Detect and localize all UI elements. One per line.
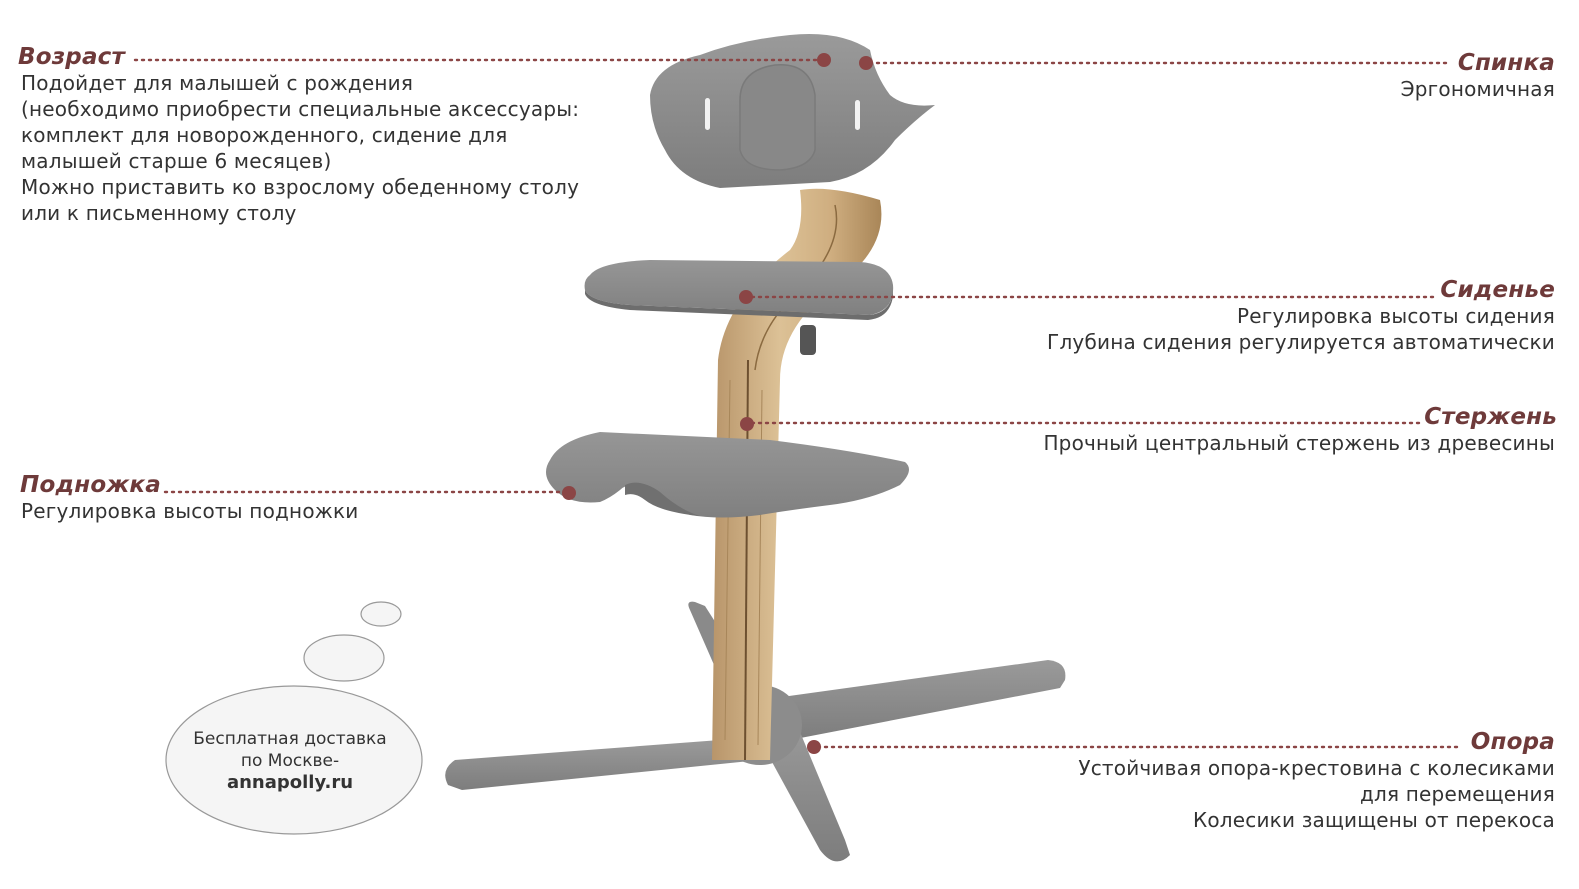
feature-podnozhka-title: Подножка bbox=[20, 472, 161, 498]
delivery-line-2: по Москве- bbox=[240, 751, 340, 771]
feature-sterzhen: Стержень Прочный центральный стержень из… bbox=[1043, 404, 1557, 456]
delivery-bubble bbox=[165, 601, 423, 835]
feature-podnozhka: Подножка Регулировка высоты подножки bbox=[20, 472, 358, 524]
feature-sidenye-line: Регулировка высоты сидения bbox=[1237, 304, 1555, 328]
feature-podnozhka-line: Регулировка высоты подножки bbox=[21, 499, 359, 523]
dot-opora bbox=[807, 740, 821, 754]
feature-spinka-title: Спинка bbox=[1457, 50, 1555, 76]
leader-lines bbox=[133, 58, 1464, 749]
feature-vozrast-line: малышей старше 6 месяцев) bbox=[21, 149, 332, 173]
feature-spinka: Спинка Эргономичная bbox=[1401, 50, 1555, 102]
feature-opora-title: Опора bbox=[1470, 729, 1555, 755]
feature-spinka-line: Эргономичная bbox=[1400, 77, 1555, 101]
delivery-site[interactable]: annapolly.ru bbox=[226, 772, 354, 793]
feature-opora-line: Устойчивая опора-крестовина с колесиками bbox=[1078, 756, 1555, 780]
feature-sterzhen-line: Прочный центральный стержень из древесин… bbox=[1043, 431, 1555, 455]
delivery-text: Бесплатная доставка по Москве- annapolly… bbox=[168, 728, 412, 794]
feature-vozrast-line: Можно приставить ко взрослому обеденному… bbox=[21, 175, 580, 199]
seat bbox=[584, 260, 894, 320]
feature-vozrast-line: (необходимо приобрести специальные аксес… bbox=[21, 97, 580, 121]
dot-spinka bbox=[859, 56, 873, 70]
anchor-dots bbox=[562, 53, 873, 754]
feature-opora-line: Колесики защищены от перекоса bbox=[1192, 808, 1555, 832]
dot-vozrast bbox=[817, 53, 831, 67]
feature-opora-line: для перемещения bbox=[1359, 782, 1555, 806]
feature-vozrast-title: Возраст bbox=[18, 44, 126, 70]
feature-sidenye-line: Глубина сидения регулируется автоматичес… bbox=[1047, 330, 1555, 354]
feature-vozrast-line: комплект для новорожденного, сидение для bbox=[21, 123, 508, 147]
delivery-line-1: Бесплатная доставка bbox=[193, 729, 387, 749]
feature-vozrast-line: Подойдет для малышей с рождения bbox=[21, 71, 414, 95]
feature-sidenye: Сиденье Регулировка высоты сидения Глуби… bbox=[1047, 277, 1555, 355]
footrest bbox=[546, 432, 909, 518]
feature-sidenye-title: Сиденье bbox=[1440, 277, 1555, 303]
feature-vozrast-line: или к письменному столу bbox=[21, 201, 297, 225]
feature-opora: Опора Устойчивая опора-крестовина с коле… bbox=[1078, 729, 1555, 833]
backrest bbox=[650, 34, 935, 188]
dot-podnozhka bbox=[562, 486, 576, 500]
dot-sterzhen bbox=[740, 417, 754, 431]
feature-sterzhen-title: Стержень bbox=[1424, 404, 1557, 430]
dot-sidenye bbox=[739, 290, 753, 304]
feature-vozrast: Возраст Подойдет для малышей с рождения … bbox=[18, 44, 579, 226]
